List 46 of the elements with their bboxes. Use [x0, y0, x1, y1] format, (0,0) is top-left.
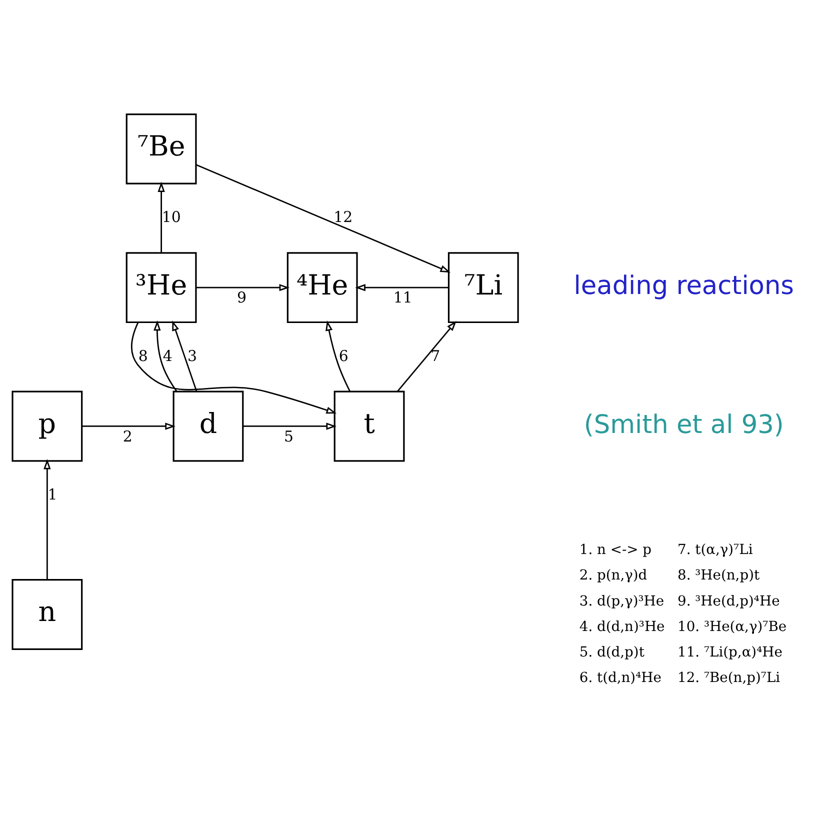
arrow: [44, 458, 51, 580]
label: (Smith et al 93): [584, 410, 784, 440]
arrow: [82, 422, 176, 430]
arrow: [243, 422, 336, 430]
label: 2. p(n,γ)d: [579, 568, 648, 584]
edge-label: 12: [334, 208, 353, 226]
arrow: [158, 182, 165, 253]
arrow: [326, 320, 351, 392]
node-box: p: [12, 390, 83, 462]
node-box: n: [12, 579, 83, 650]
label: 1. n <-> p: [579, 542, 652, 558]
edge-label: 8: [138, 346, 148, 365]
edge-label: 2: [122, 427, 132, 446]
arrow: [355, 284, 449, 292]
arrow: [172, 320, 198, 392]
node-box: ³He: [126, 252, 197, 324]
arrow: [396, 320, 456, 392]
edge-label: 7: [430, 346, 440, 365]
label: 8. ³He(n,p)t: [678, 568, 760, 584]
edge-label: 11: [393, 288, 412, 307]
node-box: t: [334, 390, 405, 462]
edge-label: 1: [48, 486, 58, 504]
label: 6. t(d,n)⁴He: [579, 670, 662, 686]
label: 3. d(p,γ)³He: [579, 593, 664, 610]
label: leading reactions: [574, 271, 794, 302]
label: 11. ⁷Li(p,α)⁴He: [678, 644, 782, 660]
label: 12. ⁷Be(n,p)⁷Li: [678, 670, 780, 686]
label: 10. ³He(α,γ)⁷Be: [678, 618, 787, 635]
edge-label: 5: [284, 427, 294, 446]
node-box: ⁷Li: [448, 252, 519, 324]
label: 9. ³He(d,p)⁴He: [678, 593, 780, 610]
arrow: [196, 284, 290, 292]
arrow: [154, 320, 178, 392]
edge-label: 10: [162, 208, 181, 226]
label: 5. d(d,p)t: [579, 644, 644, 660]
label: 4. d(d,n)³He: [579, 618, 665, 635]
label: 7. t(α,γ)⁷Li: [678, 542, 753, 558]
node-box: ⁴He: [286, 252, 358, 324]
arrow: [196, 164, 451, 273]
edge-label: 4: [162, 346, 172, 365]
arrow: [131, 322, 337, 414]
edge-label: 9: [237, 288, 247, 307]
edge-label: 3: [187, 346, 197, 365]
node-box: d: [172, 390, 244, 462]
edge-label: 6: [338, 346, 348, 365]
node-box: ⁷Be: [126, 113, 197, 184]
